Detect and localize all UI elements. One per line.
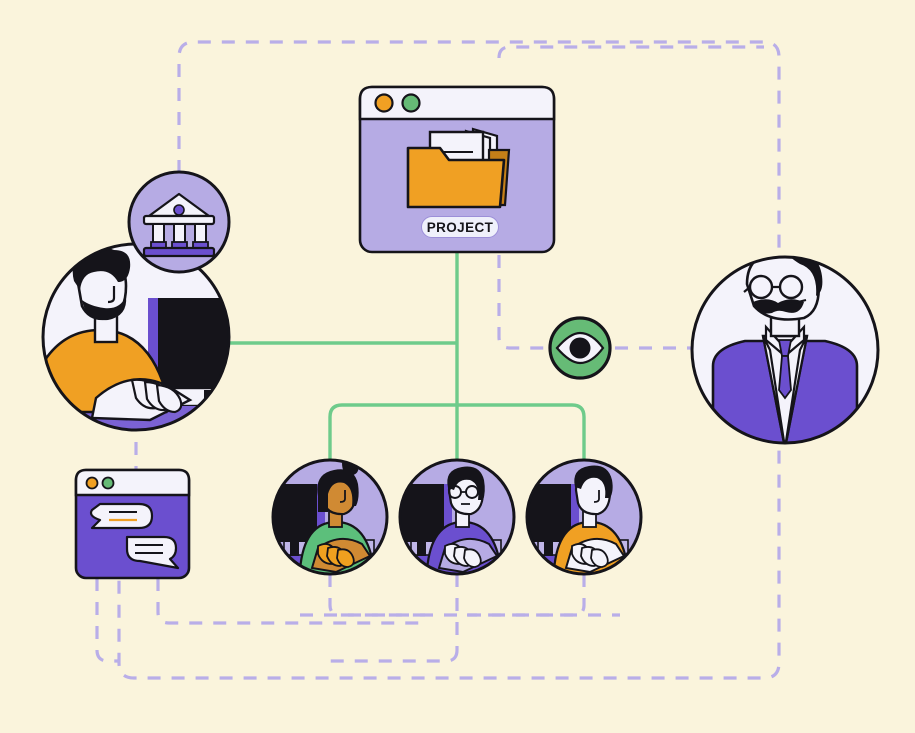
- team2-to-bottom-path: [330, 649, 459, 663]
- solid-connector-group: [215, 252, 586, 470]
- team1-dashed-path: [328, 574, 425, 617]
- speech-bubble-left-icon: [89, 502, 154, 530]
- speech-bubble-right-icon: [125, 535, 180, 570]
- observer-eye-node[interactable]: [548, 316, 612, 380]
- team1-drop-path: [328, 403, 343, 470]
- team-1-scene: [273, 461, 387, 574]
- executive-circle-outline: [690, 255, 880, 445]
- institution-badge[interactable]: [127, 170, 231, 274]
- folder-with-documents-icon: [406, 127, 511, 209]
- manager-avatar[interactable]: [30, 242, 278, 434]
- project-window[interactable]: [358, 85, 556, 254]
- team-member-1-avatar[interactable]: [265, 458, 389, 578]
- team-2-scene: [400, 466, 514, 574]
- window-dot-green-icon[interactable]: [401, 93, 421, 113]
- chat-to-lower-boundary-path: [95, 578, 119, 663]
- executive-scene: [711, 257, 859, 443]
- inner-boundary-right-path: [497, 255, 546, 350]
- team3-drop-path: [571, 403, 586, 470]
- chat-dot-orange-icon[interactable]: [85, 476, 99, 490]
- team-2-circle-outline: [398, 458, 516, 576]
- team-member-2-avatar[interactable]: [392, 458, 516, 578]
- team3-dashed-path: [467, 574, 586, 617]
- team-1-circle-outline: [271, 458, 389, 576]
- team-3-circle-outline: [525, 458, 643, 576]
- team-member-3-avatar[interactable]: [519, 458, 643, 578]
- chat-window[interactable]: [74, 468, 191, 580]
- executive-avatar[interactable]: [690, 252, 880, 449]
- project-label-pill: PROJECT: [421, 216, 499, 238]
- chat-window-titlebar: [74, 468, 191, 497]
- window-dot-orange-icon[interactable]: [374, 93, 394, 113]
- eye-icon: [555, 331, 605, 365]
- bank-icon: [142, 192, 216, 258]
- inner-boundary-path: [497, 45, 764, 59]
- chat-right-to-lower-boundary-path: [156, 578, 425, 625]
- chat-dot-green-icon[interactable]: [101, 476, 115, 490]
